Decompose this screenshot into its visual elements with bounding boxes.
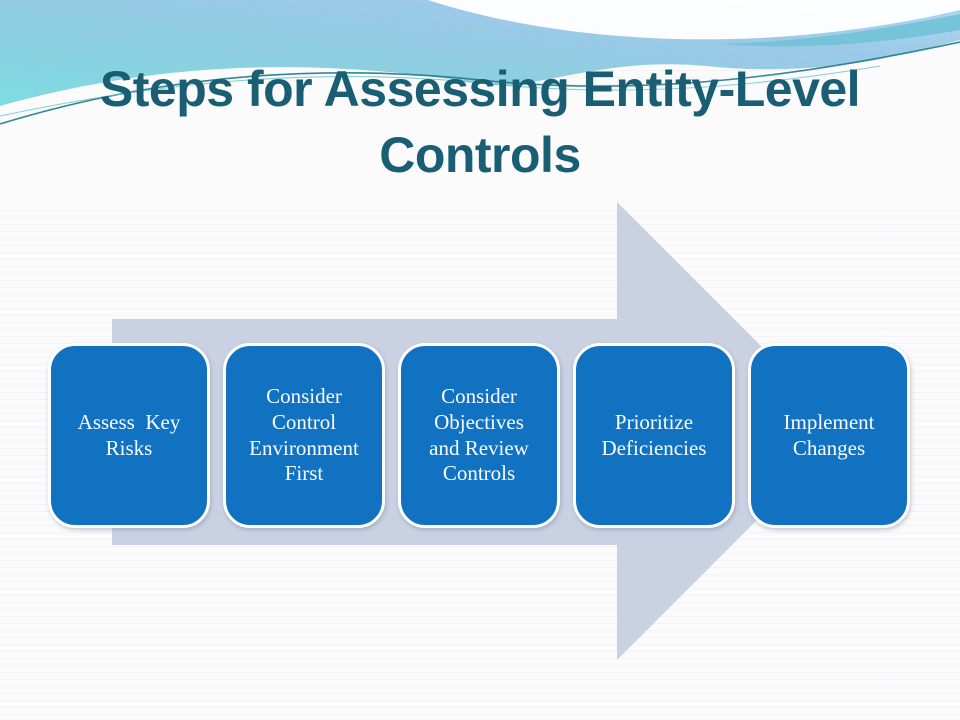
step-label: Consider Control Environment First	[249, 384, 359, 486]
white-swoosh-shape	[428, 0, 960, 40]
step-label: Implement Changes	[783, 409, 875, 460]
page-wave-shape	[0, 40, 960, 210]
step-box-consider-control-environment: Consider Control Environment First	[223, 343, 385, 528]
page-title: Steps for Assessing Entity-Level Control…	[99, 61, 861, 183]
step-label: Prioritize Deficiencies	[601, 409, 707, 460]
step-label: Consider Objectives and Review Controls	[429, 384, 529, 486]
step-box-prioritize-deficiencies: Prioritize Deficiencies	[573, 343, 735, 528]
header-wave-decoration	[0, 0, 960, 210]
wave-accent-line-1	[0, 41, 960, 125]
step-box-assess-key-risks: Assess Key Risks	[48, 343, 210, 528]
step-label: Assess Key Risks	[77, 409, 181, 460]
teal-stripe-shape	[720, 14, 960, 47]
step-box-consider-objectives: Consider Objectives and Review Controls	[398, 343, 560, 528]
step-box-implement-changes: Implement Changes	[748, 343, 910, 528]
wave-accent-line-2	[0, 65, 881, 117]
